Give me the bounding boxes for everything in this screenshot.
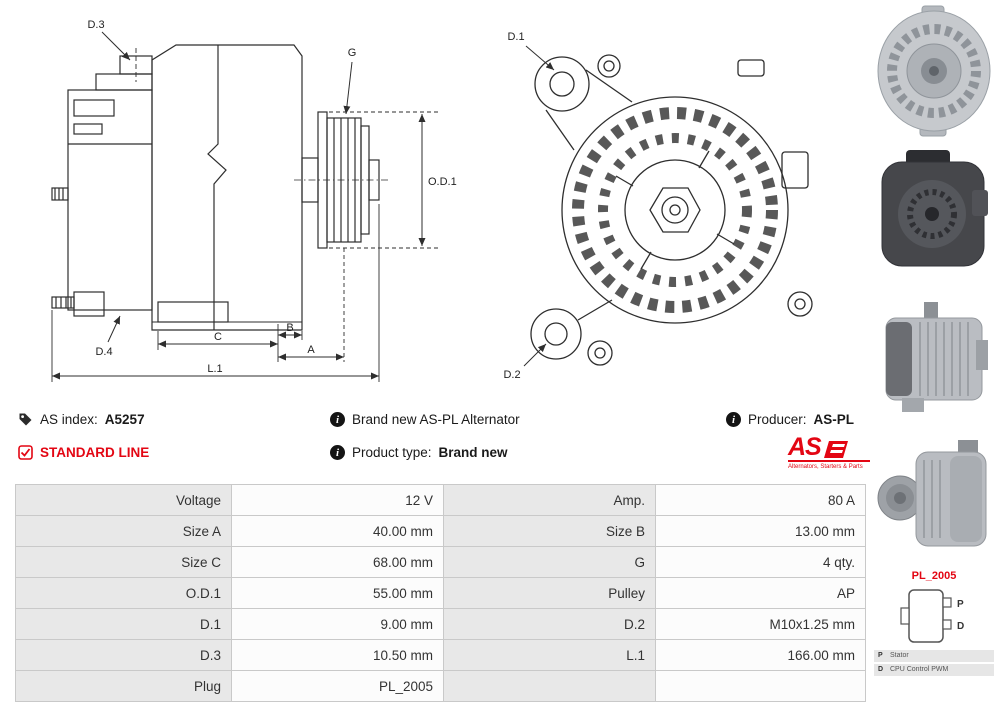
dim-label-od1: O.D.1 (428, 176, 457, 188)
dim-label-c: C (214, 331, 222, 343)
spec-label: Pulley (443, 577, 656, 609)
product-photo-side-pulley (877, 440, 987, 547)
info-icon: i (330, 445, 345, 460)
spec-value: 12 V (231, 484, 444, 516)
spec-label: D.1 (15, 608, 232, 640)
table-row: Voltage 12 V Amp. 80 A (15, 484, 866, 516)
plug-legend-pin: P (878, 652, 883, 659)
spec-label: Size C (15, 546, 232, 578)
front-view-technical-drawing: D.1 D.2 (503, 31, 813, 381)
as-pl-flag-icon (823, 441, 848, 458)
standard-line-field: STANDARD LINE (18, 445, 149, 460)
check-icon (18, 445, 33, 460)
as-index-value: A5257 (104, 412, 145, 427)
dim-label-b: B (286, 322, 293, 334)
spec-label: Voltage (15, 484, 232, 516)
spec-value: 166.00 mm (655, 639, 866, 671)
dim-label-a: A (307, 344, 315, 356)
spec-label: Size B (443, 515, 656, 547)
plug-legend-row: D CPU Control PWM (874, 664, 994, 676)
table-row: D.1 9.00 mm D.2 M10x1.25 mm (15, 608, 866, 640)
plug-legend-pin: D (878, 666, 884, 673)
producer-label: Producer: (748, 412, 807, 427)
dim-label-l1: L.1 (207, 363, 222, 375)
dim-label-d3: D.3 (87, 19, 104, 31)
plug-legend-desc: CPU Control PWM (890, 666, 949, 673)
spec-table: Voltage 12 V Amp. 80 A Size A 40.00 mm S… (15, 484, 866, 702)
as-pl-logo: AS Alternators, Starters & Parts (788, 433, 870, 470)
product-type-field: i Product type: Brand new (330, 445, 508, 460)
info-icon: i (726, 412, 741, 427)
spec-label: Plug (15, 670, 232, 702)
plug-legend-desc: Stator (890, 652, 909, 659)
info-icon: i (330, 412, 345, 427)
as-pl-logo-text: AS (788, 433, 822, 461)
spec-label: O.D.1 (15, 577, 232, 609)
table-row: Size C 68.00 mm G 4 qty. (15, 546, 866, 578)
spec-value: PL_2005 (231, 670, 444, 702)
table-row: D.3 10.50 mm L.1 166.00 mm (15, 639, 866, 671)
dim-label-g: G (348, 47, 357, 59)
plug-pin-p-label: P (957, 599, 964, 610)
product-photo-rear (881, 150, 988, 267)
product-photo-front (877, 5, 991, 137)
spec-value: 4 qty. (655, 546, 866, 578)
plug-legend-row: P Stator (874, 650, 994, 662)
spec-label: D.2 (443, 608, 656, 640)
spec-value: 68.00 mm (231, 546, 444, 578)
as-pl-logo-underline (788, 460, 870, 462)
product-type-value: Brand new (438, 445, 508, 460)
spec-label: G (443, 546, 656, 578)
dim-label-d1: D.1 (507, 31, 524, 43)
spec-value (655, 670, 866, 702)
spec-value: 40.00 mm (231, 515, 444, 547)
spec-value: AP (655, 577, 866, 609)
spec-label: Amp. (443, 484, 656, 516)
plug-connector-drawing: P D (900, 589, 964, 643)
plug-pin-d-label: D (957, 621, 964, 632)
side-view-technical-drawing: D.3 G O.D.1 D.4 C B A L.1 (51, 19, 457, 382)
plug-code: PL_2005 (911, 570, 957, 582)
table-row: Size A 40.00 mm Size B 13.00 mm (15, 515, 866, 547)
as-pl-logo-subtext: Alternators, Starters & Parts (788, 464, 863, 470)
spec-label (443, 670, 656, 702)
standard-line-text: STANDARD LINE (40, 445, 150, 460)
tag-icon (19, 413, 32, 426)
producer-field: i Producer: AS-PL (726, 412, 854, 427)
spec-value: M10x1.25 mm (655, 608, 866, 640)
spec-value: 9.00 mm (231, 608, 444, 640)
as-index-field: AS index: A5257 (18, 412, 145, 427)
spec-value: 13.00 mm (655, 515, 866, 547)
producer-value: AS-PL (813, 412, 855, 427)
plug-legend: P Stator D CPU Control PWM (874, 650, 994, 678)
table-row: Plug PL_2005 (15, 670, 866, 702)
spec-label: Size A (15, 515, 232, 547)
dim-label-d2: D.2 (503, 369, 520, 381)
product-photo-side (885, 302, 988, 412)
as-index-label: AS index: (40, 412, 98, 427)
product-type-label: Product type: (352, 445, 432, 460)
dim-label-d4: D.4 (95, 346, 112, 358)
brand-new-text: Brand new AS-PL Alternator (352, 412, 520, 427)
spec-value: 80 A (655, 484, 866, 516)
brand-new-field: i Brand new AS-PL Alternator (330, 412, 520, 427)
spec-label: L.1 (443, 639, 656, 671)
spec-value: 55.00 mm (231, 577, 444, 609)
spec-label: D.3 (15, 639, 232, 671)
spec-value: 10.50 mm (231, 639, 444, 671)
table-row: O.D.1 55.00 mm Pulley AP (15, 577, 866, 609)
